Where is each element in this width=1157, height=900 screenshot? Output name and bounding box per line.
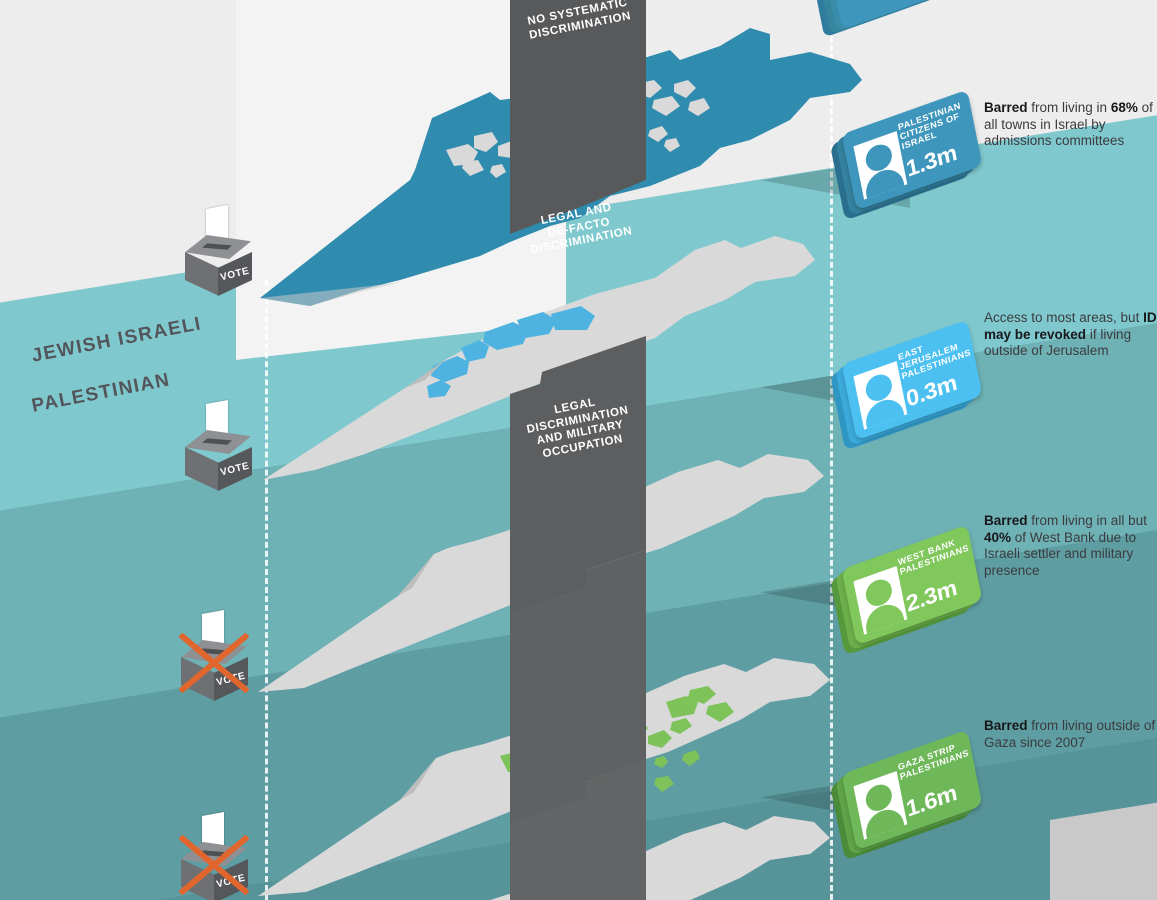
note-west-bank-palestinians: Barred from living in all but 40% of Wes…	[984, 513, 1157, 579]
note-emphasis: Barred	[984, 513, 1028, 528]
note-emphasis: ID may be revoked	[984, 310, 1157, 342]
ballot-palestinian-citizens: VOTE	[180, 400, 256, 496]
note-east-jerusalem-palestinians: Access to most areas, but ID may be revo…	[984, 310, 1157, 360]
top-stacked-cards-peek	[813, 0, 966, 38]
note-emphasis: Barred	[984, 100, 1028, 115]
ballot-left-face	[185, 447, 219, 491]
note-emphasis: 40%	[984, 529, 1012, 545]
note-text: Access to most areas, but	[984, 310, 1144, 325]
note-text: from living outside of Gaza since 2007	[984, 718, 1156, 750]
ballot-west-bank: VOTE	[176, 610, 252, 706]
dashed-guide-left	[265, 280, 268, 900]
note-emphasis: 68%	[1110, 100, 1138, 115]
cross-out-icon	[170, 822, 258, 900]
cross-out-icon	[170, 620, 258, 704]
dashed-guide-right	[830, 0, 833, 900]
map-layer-east-jerusalem	[255, 220, 875, 510]
note-gaza-strip-palestinians: Barred from living outside of Gaza since…	[984, 718, 1157, 751]
ballot-gaza: VOTE	[176, 812, 252, 900]
note-text: if living outside of Jerusalem	[984, 326, 1132, 359]
note-emphasis: Barred	[984, 718, 1028, 733]
discrimination-column	[510, 0, 646, 900]
ballot-jewish-israeli: VOTE	[180, 205, 256, 301]
ballot-slot	[202, 243, 232, 250]
ballot-slot	[198, 648, 228, 655]
ballot-left-face	[185, 252, 219, 296]
note-text: of all towns in Israel by admissions com…	[984, 100, 1153, 148]
note-text: from living in	[1027, 100, 1111, 115]
note-text: of West Bank due to Israeli settler and …	[984, 529, 1137, 578]
ballot-slot	[202, 438, 232, 445]
note-palestinian-citizens-of-israel: Barred from living in 68% of all towns i…	[984, 100, 1157, 150]
note-text: from living in all but	[1027, 513, 1147, 528]
ballot-slot	[198, 850, 228, 857]
